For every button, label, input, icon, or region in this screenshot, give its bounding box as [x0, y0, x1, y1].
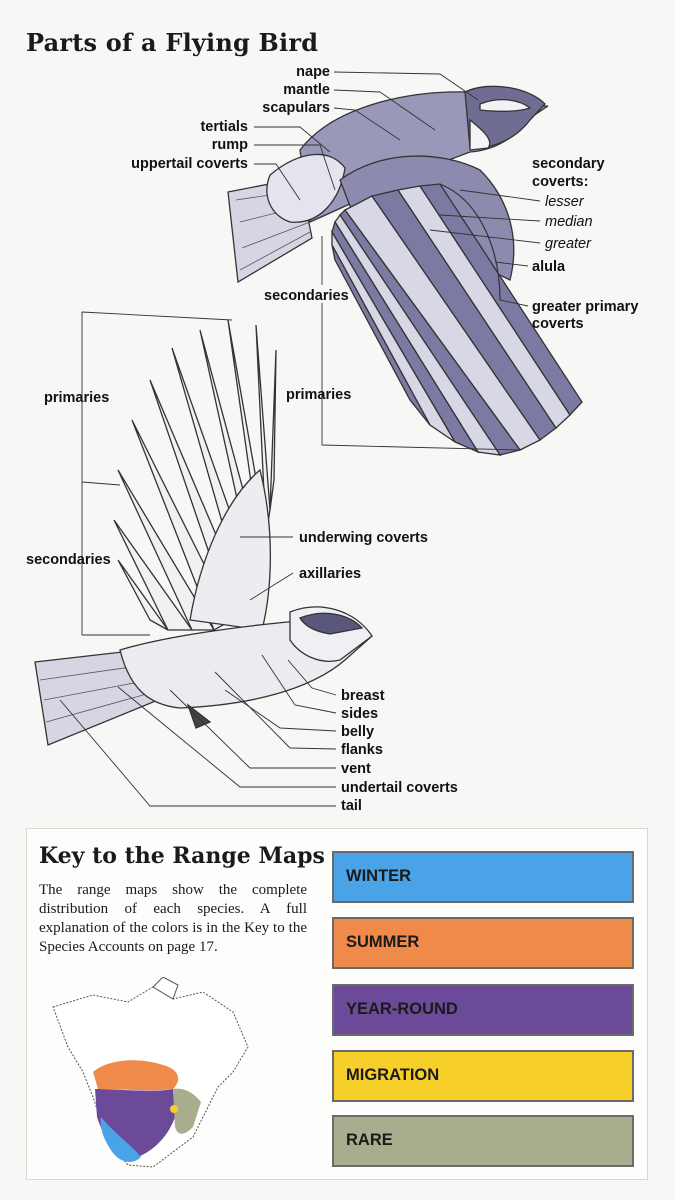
label-tail: tail: [341, 798, 362, 814]
label-axillaries: axillaries: [299, 566, 361, 582]
lower-bird-illustration: [34, 319, 373, 746]
label-greater: greater: [545, 236, 592, 252]
label-scapulars: scapulars: [262, 100, 330, 116]
upper-labels: nape mantle scapulars tertials rump uppe…: [131, 64, 638, 403]
label-upper-secondaries: secondaries: [264, 288, 349, 304]
swatch-winter: WINTER: [332, 851, 634, 903]
swatch-migration: MIGRATION: [332, 1050, 634, 1102]
page-title: Parts of a Flying Bird: [26, 28, 319, 57]
upper-bird-illustration: [227, 85, 583, 456]
north-america-range-map: [52, 977, 249, 1168]
swatch-label: YEAR-ROUND: [346, 1000, 458, 1018]
label-flanks: flanks: [341, 742, 383, 758]
swatch-summer: SUMMER: [332, 917, 634, 969]
label-secondary-coverts-2: coverts:: [532, 174, 588, 190]
label-belly: belly: [341, 724, 374, 740]
swatch-year-round: YEAR-ROUND: [332, 984, 634, 1036]
swatch-label: SUMMER: [346, 933, 420, 951]
label-lower-secondaries: secondaries: [26, 552, 111, 568]
label-underwing-coverts: underwing coverts: [299, 530, 428, 546]
lower-leader-lines: [59, 311, 337, 807]
label-uppertail-coverts: uppertail coverts: [131, 156, 248, 172]
swatch-label: MIGRATION: [346, 1066, 440, 1084]
label-alula: alula: [532, 259, 566, 275]
label-sides: sides: [341, 706, 378, 722]
upper-leader-lines: [254, 71, 541, 451]
swatch-label: WINTER: [346, 867, 412, 885]
label-greater-primary-2: coverts: [532, 316, 584, 332]
label-mantle: mantle: [283, 82, 330, 98]
label-undertail-coverts: undertail coverts: [341, 780, 458, 796]
label-rump: rump: [212, 137, 248, 153]
key-description: The range maps show the complete distrib…: [39, 882, 307, 955]
swatch-label: RARE: [346, 1131, 393, 1149]
label-vent: vent: [341, 761, 371, 777]
bird-diagram: nape mantle scapulars tertials rump uppe…: [26, 64, 638, 814]
range-map-key: Key to the Range Maps The range maps sho…: [26, 828, 648, 1180]
key-title: Key to the Range Maps: [39, 843, 325, 869]
lower-labels: primaries secondaries underwing coverts …: [26, 390, 458, 814]
label-upper-primaries: primaries: [286, 387, 351, 403]
label-breast: breast: [341, 688, 385, 704]
label-lesser: lesser: [545, 194, 585, 210]
label-greater-primary: greater primary: [532, 299, 638, 315]
label-median: median: [545, 214, 593, 230]
label-nape: nape: [296, 64, 330, 80]
label-tertials: tertials: [200, 119, 248, 135]
label-secondary-coverts: secondary: [532, 156, 605, 172]
swatch-rare: RARE: [332, 1115, 634, 1167]
label-lower-primaries: primaries: [44, 390, 109, 406]
